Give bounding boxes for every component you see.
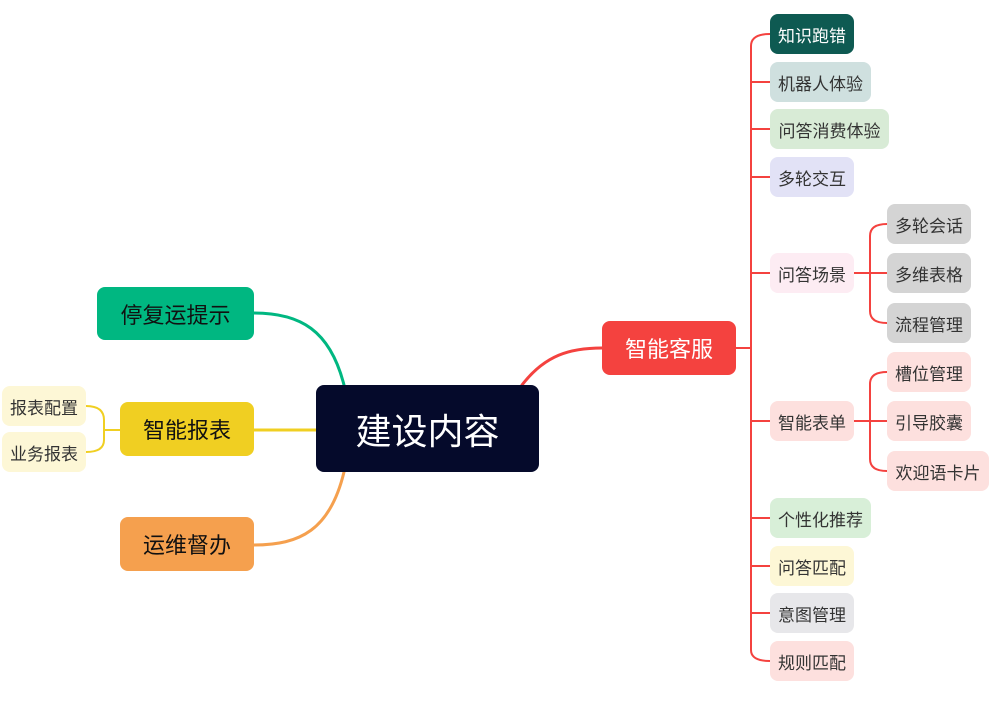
link-智能客服-spine [735,33,771,662]
link-root-运维督办 [252,470,346,547]
leaf-流程管理[interactable]: 流程管理 [887,303,971,343]
link-问答场景-children [852,223,888,324]
branch-运维督办[interactable]: 运维督办 [120,517,254,571]
branch-停复运提示[interactable]: 停复运提示 [97,287,254,340]
leaf-规则匹配[interactable]: 规则匹配 [770,641,854,681]
leaf-问答消费体验[interactable]: 问答消费体验 [770,109,889,149]
leaf-引导胶囊[interactable]: 引导胶囊 [887,401,971,441]
leaf-欢迎语卡片[interactable]: 欢迎语卡片 [887,451,989,491]
leaf-多轮交互[interactable]: 多轮交互 [770,157,854,197]
link-root-停复运提示 [252,311,346,387]
branch-智能客服[interactable]: 智能客服 [602,321,736,375]
link-root-智能客服 [520,346,604,387]
leaf-问答匹配[interactable]: 问答匹配 [770,546,854,586]
leaf-个性化推荐[interactable]: 个性化推荐 [770,498,871,538]
leaf-智能表单[interactable]: 智能表单 [770,401,854,441]
leaf-知识跑错[interactable]: 知识跑错 [770,14,854,54]
leaf-意图管理[interactable]: 意图管理 [770,593,854,633]
leaf-多维表格[interactable]: 多维表格 [887,253,971,293]
branch-智能报表[interactable]: 智能报表 [120,402,254,456]
leaf-报表配置[interactable]: 报表配置 [2,386,86,426]
leaf-槽位管理[interactable]: 槽位管理 [887,352,971,392]
leaf-机器人体验[interactable]: 机器人体验 [770,62,871,102]
root-node[interactable]: 建设内容 [316,385,539,472]
link-智能报表-children [85,405,121,453]
leaf-业务报表[interactable]: 业务报表 [2,432,86,472]
leaf-问答场景[interactable]: 问答场景 [770,253,854,293]
link-智能表单-children [852,371,888,472]
leaf-多轮会话[interactable]: 多轮会话 [887,204,971,244]
